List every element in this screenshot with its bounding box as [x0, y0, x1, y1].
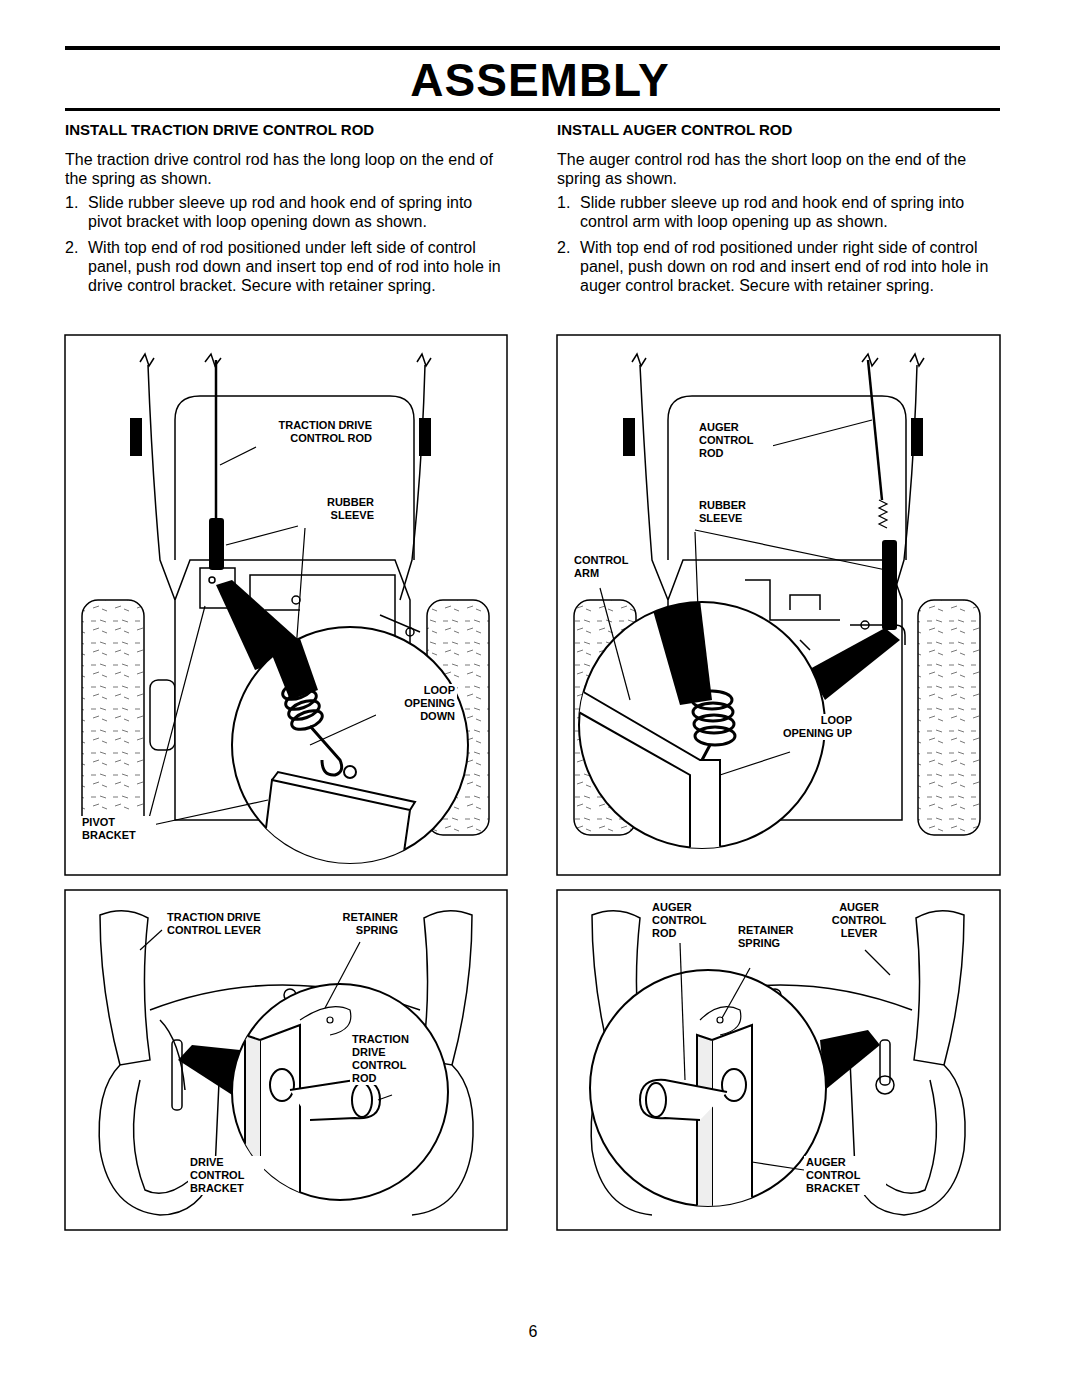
rubber-sleeve: [209, 518, 224, 570]
part-label: RUBBER SLEEVE: [298, 496, 376, 522]
part-label: RUBBER SLEEVE: [697, 499, 773, 525]
step-number: 2.: [65, 238, 87, 257]
leader-lines: [148, 447, 376, 826]
zoom-cone: [178, 1045, 240, 1100]
part-label: RETAINER SPRING: [318, 911, 400, 937]
control-panel-view: [99, 911, 473, 1215]
part-label: RETAINER SPRING: [736, 924, 818, 950]
part-label: AUGER CONTROL BRACKET: [804, 1156, 886, 1195]
rubber-sleeve: [882, 540, 897, 630]
part-label: PIVOT BRACKET: [80, 816, 156, 842]
zoom-cone: [820, 1030, 880, 1090]
step-number: 1.: [65, 193, 87, 212]
zoom-cone: [808, 628, 900, 700]
part-label: CONTROL ARM: [572, 554, 643, 580]
leader-lines: [600, 420, 886, 775]
part-label: TRACTION DRIVE CONTROL ROD: [350, 1033, 426, 1085]
body-text: The auger control rod has the short loop…: [557, 150, 1002, 188]
page-number: 6: [515, 1322, 551, 1341]
body-text: The traction drive control rod has the l…: [65, 150, 513, 188]
page-title: ASSEMBLY: [0, 54, 1080, 106]
step-number: 1.: [557, 193, 579, 212]
figure-frame: [557, 890, 1000, 1230]
step-text: Slide rubber sleeve up rod and hook end …: [580, 193, 1002, 231]
part-label: DRIVE CONTROL BRACKET: [188, 1156, 264, 1195]
part-label: LOOP OPENING UP: [776, 714, 854, 740]
part-label: AUGER CONTROL ROD: [697, 421, 773, 460]
section-heading: INSTALL AUGER CONTROL ROD: [557, 121, 1002, 139]
step-text: With top end of rod positioned under rig…: [580, 238, 1002, 295]
bracket-detail: [640, 1007, 752, 1215]
part-label: TRACTION DRIVE CONTROL ROD: [256, 419, 374, 445]
step-text: Slide rubber sleeve up rod and hook end …: [88, 193, 510, 231]
step-number: 2.: [557, 238, 579, 257]
part-label: AUGER CONTROL LEVER: [818, 901, 900, 940]
header-rule: [65, 46, 1000, 50]
figure-frame: [65, 890, 507, 1230]
figure-frame: [557, 335, 1000, 875]
part-label: TRACTION DRIVE CONTROL LEVER: [165, 911, 296, 937]
part-label: LOOP OPENING DOWN: [376, 684, 457, 723]
section-heading: INSTALL TRACTION DRIVE CONTROL ROD: [65, 121, 510, 139]
spring-loop-detail: [258, 610, 415, 880]
header-rule: [65, 108, 1000, 111]
spring-loop-detail: [575, 600, 735, 880]
part-label: AUGER CONTROL ROD: [650, 901, 726, 940]
step-text: With top end of rod positioned under lef…: [88, 238, 510, 295]
leader-lines: [680, 943, 890, 1170]
